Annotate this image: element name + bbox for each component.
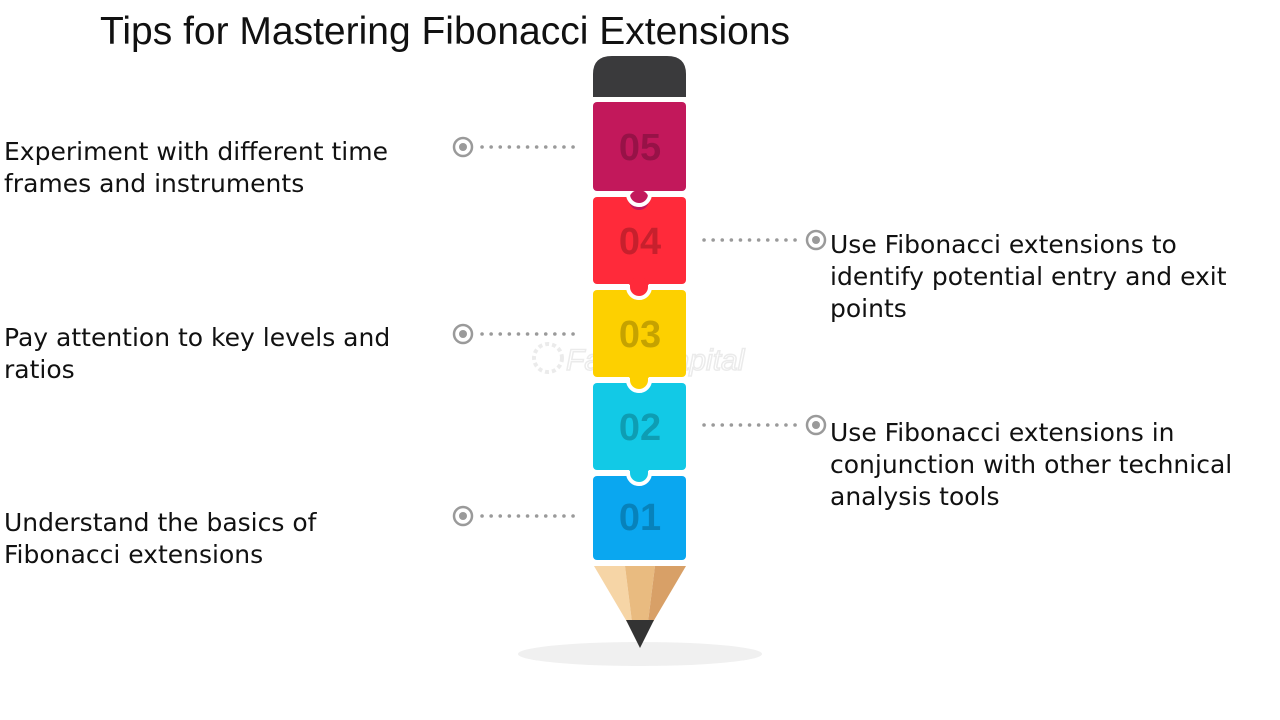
connector-03-target-icon xyxy=(452,323,474,345)
connector-01-target-icon xyxy=(452,505,474,527)
connector-05 xyxy=(452,136,582,158)
step-number-02: 02 xyxy=(619,407,661,449)
connector-04-target-icon xyxy=(805,229,827,251)
pencil-wood-right xyxy=(648,566,686,622)
watermark-gear-icon xyxy=(532,342,564,374)
puzzle-gap-4 xyxy=(593,471,686,486)
connector-01 xyxy=(452,505,582,527)
connector-03 xyxy=(452,323,582,345)
tip-text-05: Experiment with different time frames an… xyxy=(4,137,388,198)
tip-text-02: Use Fibonacci extensions in conjunction … xyxy=(830,418,1233,511)
tip-text-01: Understand the basics of Fibonacci exten… xyxy=(4,508,317,569)
connector-04 xyxy=(702,229,827,251)
connector-02-target-icon xyxy=(805,414,827,436)
segment-05 xyxy=(593,102,686,191)
segment-01 xyxy=(593,476,686,560)
page-title: Tips for Mastering Fibonacci Extensions xyxy=(100,10,791,53)
segment-04 xyxy=(593,197,686,284)
puzzle-knob-04 xyxy=(629,277,649,297)
tip-text-04: Use Fibonacci extensions to identify pot… xyxy=(830,230,1227,323)
puzzle-gap-2 xyxy=(593,285,686,300)
pencil-lead xyxy=(626,620,654,648)
pencil-eraser xyxy=(593,56,686,97)
puzzle-knob-02 xyxy=(629,463,649,483)
tip-text-03: Pay attention to key levels and ratios xyxy=(4,323,391,384)
puzzle-gap-1 xyxy=(593,192,686,207)
step-number-01: 01 xyxy=(619,497,661,539)
connector-02 xyxy=(702,414,827,436)
segment-02 xyxy=(593,383,686,470)
connector-05-target-icon xyxy=(452,136,474,158)
pencil-shadow xyxy=(518,642,762,666)
step-number-04: 04 xyxy=(619,221,661,263)
step-number-05: 05 xyxy=(619,127,661,169)
puzzle-knob-03 xyxy=(629,370,649,390)
segment-03 xyxy=(593,290,686,377)
pencil-wood-left xyxy=(594,566,632,622)
puzzle-gap-3 xyxy=(593,378,686,393)
step-number-03: 03 xyxy=(619,314,661,356)
pencil-wood-mid xyxy=(625,566,655,622)
